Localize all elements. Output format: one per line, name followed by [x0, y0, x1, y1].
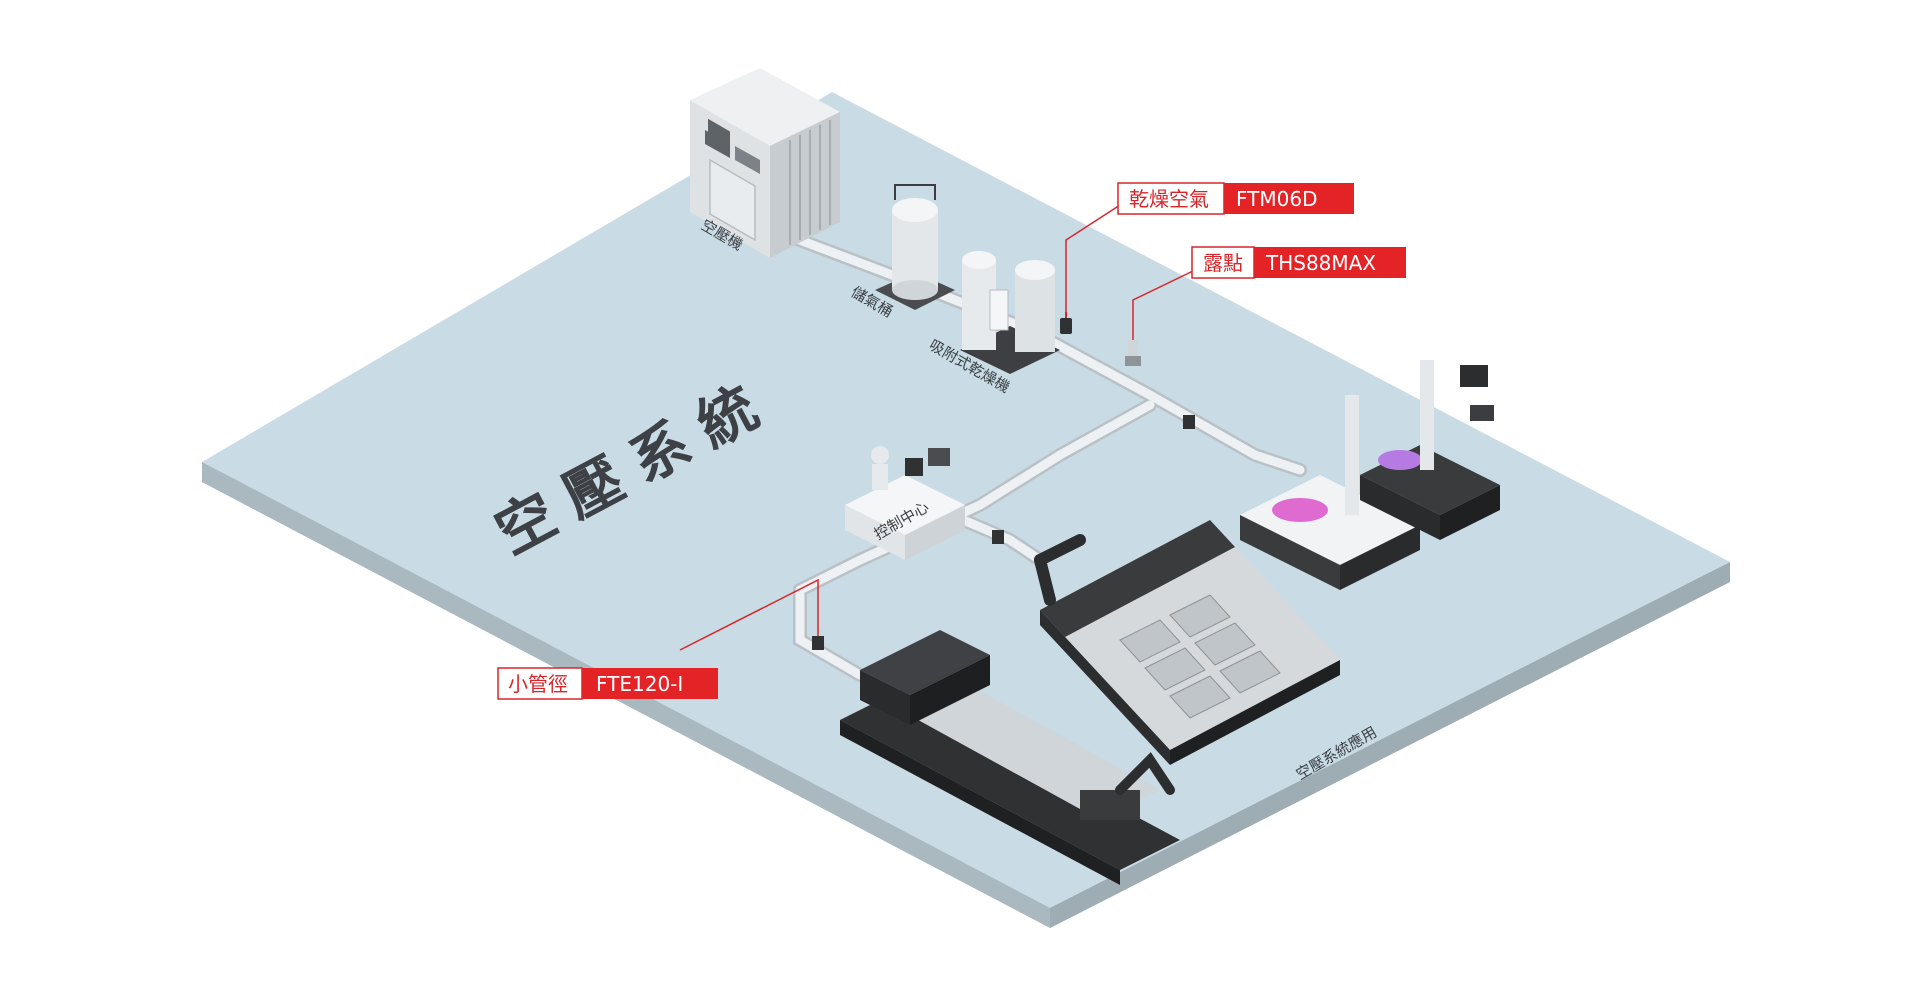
sensor-ths88max: [1125, 340, 1141, 366]
control-center-desk: [845, 446, 965, 560]
callout-ftm06d-model: FTM06D: [1236, 187, 1317, 211]
callout-ftm06d: 乾燥空氣 FTM06D: [1117, 182, 1354, 215]
callout-ths88max-model: THS88MAX: [1265, 251, 1376, 275]
production-line: [840, 630, 1180, 885]
callout-leaders: [679, 204, 1196, 651]
callout-ftm06d-name: 乾燥空氣: [1129, 187, 1209, 211]
callout-ths88max: 露點 THS88MAX: [1191, 246, 1406, 279]
callout-ths88max-name: 露點: [1203, 251, 1243, 275]
callout-fte120: 小管徑 FTE120-I: [497, 667, 718, 700]
air-receiver-tank: [875, 184, 955, 310]
callout-fte120-name: 小管徑: [508, 672, 568, 696]
sensor-ftm06d: [1060, 312, 1072, 334]
adsorption-dryer: [960, 251, 1060, 374]
air-compressor: [690, 68, 840, 258]
conveyor-table: [1034, 520, 1340, 765]
inspection-machine: [1240, 360, 1500, 590]
callout-fte120-model: FTE120-I: [596, 672, 683, 696]
